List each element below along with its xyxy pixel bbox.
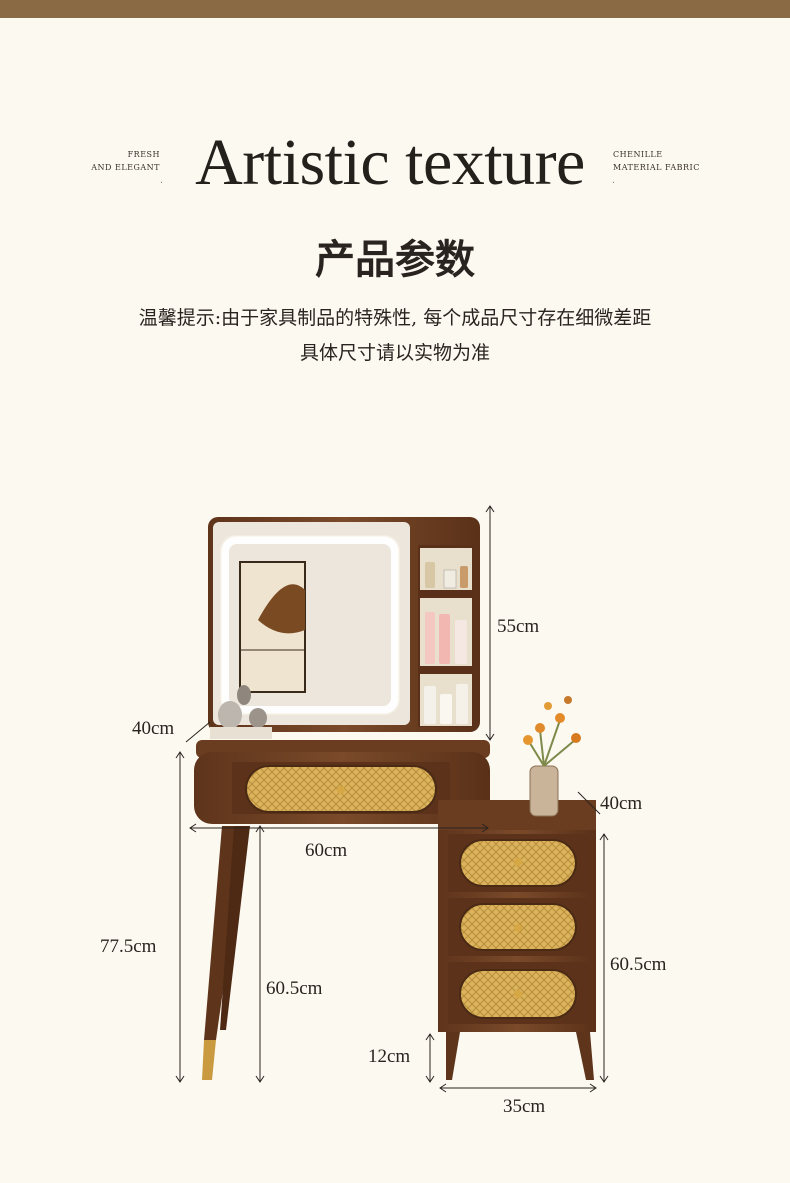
table-body <box>194 740 490 824</box>
dim-cabinet-depth: 40cm <box>600 793 643 814</box>
left-tagline: FRESH AND ELEGANT <box>88 148 160 174</box>
notice-line-2: 具体尺寸请以实物为准 <box>299 342 490 364</box>
table-legs <box>202 826 250 1080</box>
dim-cabinet-leg-height: 12cm <box>368 1046 411 1067</box>
top-accent-bar <box>0 0 790 18</box>
left-tagline-line-2: AND ELEGANT <box>91 163 160 172</box>
dim-cabinet-width: 35cm <box>503 1096 546 1117</box>
dim-table-leg-height: 60.5cm <box>266 978 323 999</box>
left-tagline-line-1: FRESH <box>127 150 160 159</box>
vanity-illustration <box>175 505 609 1093</box>
right-tagline-line-2: MATERIAL FABRIC <box>613 163 700 172</box>
page-title: Artistic texture <box>195 126 585 199</box>
dim-cabinet-height: 60.5cm <box>610 954 667 975</box>
dimension-lines <box>175 505 609 1093</box>
dim-table-width: 60cm <box>305 840 348 861</box>
right-tagline-line-1: CHENILLE <box>613 150 663 159</box>
decorative-dot: . <box>160 176 163 186</box>
dim-mirror-height: 55cm <box>497 616 540 637</box>
side-cabinet <box>438 696 596 1080</box>
decorative-dot: . <box>612 176 615 186</box>
section-heading: 产品参数 <box>315 237 475 283</box>
right-tagline: CHENILLE MATERIAL FABRIC <box>613 148 713 174</box>
notice-line-1: 温馨提示:由于家具制品的特殊性, 每个成品尺寸存在细微差距 <box>138 307 652 329</box>
dim-table-depth: 40cm <box>132 718 175 739</box>
mirror-frame <box>208 517 480 739</box>
dim-total-height: 77.5cm <box>100 936 157 957</box>
